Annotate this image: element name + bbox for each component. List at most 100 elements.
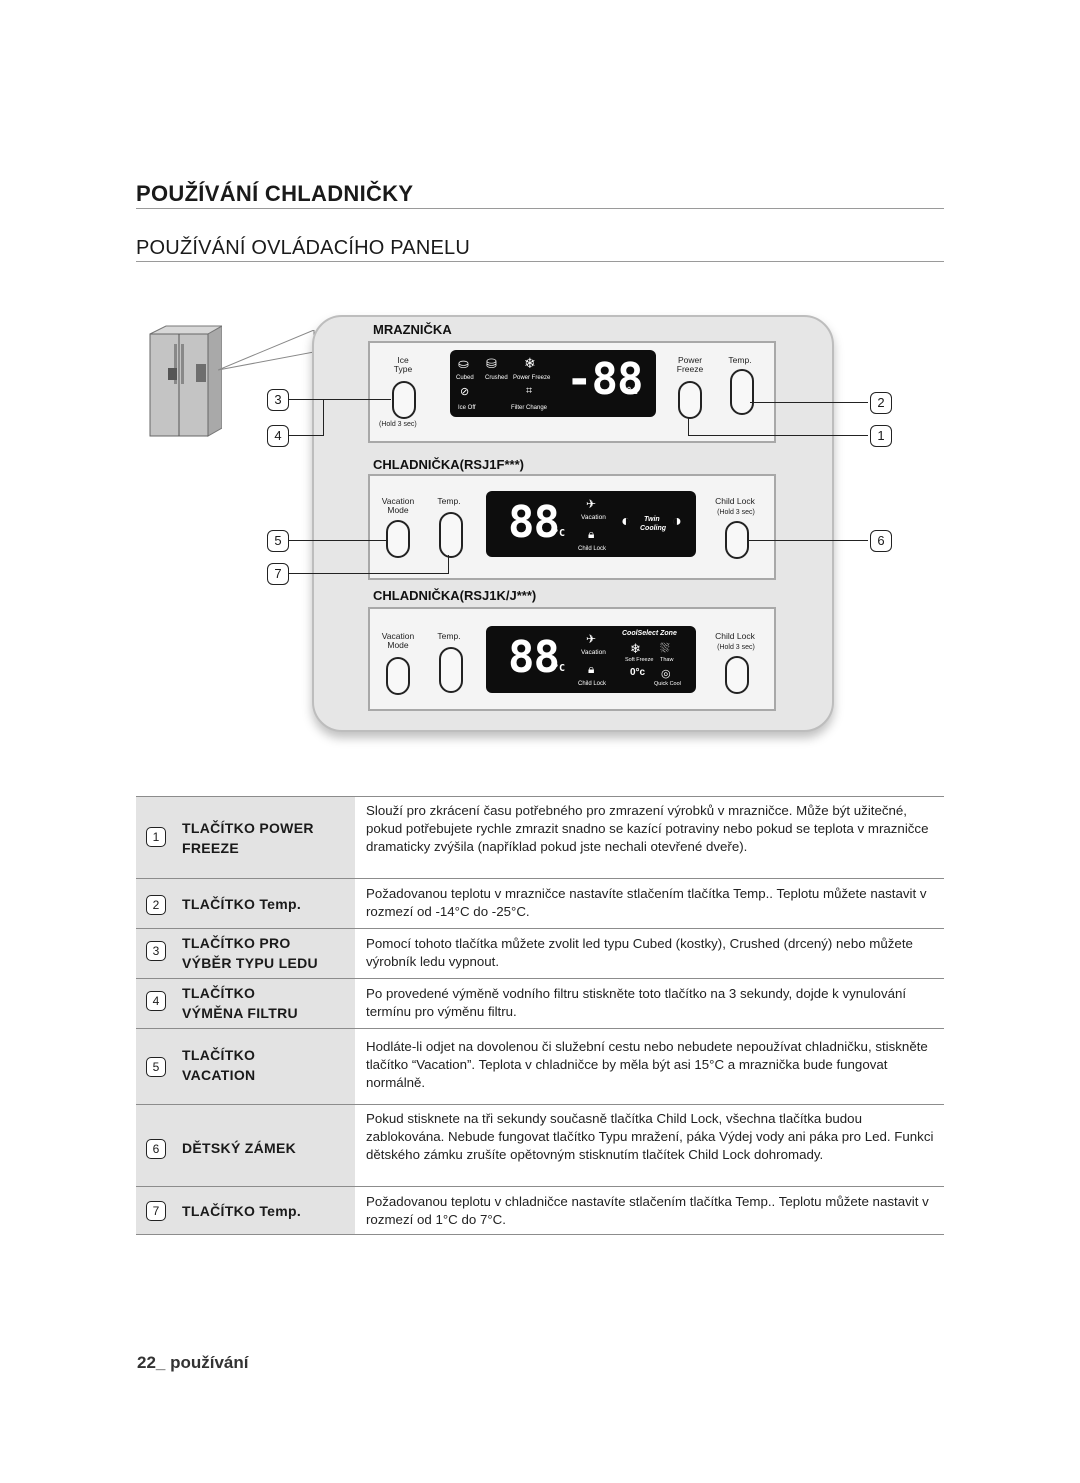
fridge-k-temp-label: Temp. xyxy=(437,631,461,641)
fridge-f-temperature: 88 xyxy=(508,497,560,548)
row-description: Hodláte-li odjet na dovolenou či služebn… xyxy=(366,1039,928,1090)
fridge-k-section-title: CHLADNIČKA(RSJ1K/J***) xyxy=(373,588,537,603)
page-footer: 22_ používání xyxy=(137,1353,249,1372)
table-row: 3 TLAČÍTKO PRO VÝBĚR TYPU LEDU Pomocí to… xyxy=(136,928,944,979)
power-freeze-icon-label: Power Freeze xyxy=(513,375,551,381)
table-label-cell xyxy=(136,1029,355,1105)
row-label: TLAČÍTKO Temp. xyxy=(182,1203,302,1219)
row-number: 3 xyxy=(146,941,166,961)
crushed-label: Crushed xyxy=(485,375,508,381)
quick-cool-label: Quick Cool xyxy=(654,681,681,687)
vacation-indicator-label: Vacation xyxy=(581,514,606,521)
row-number: 2 xyxy=(146,895,166,915)
chill-icon: 0°c xyxy=(630,667,646,678)
callout-line-4 xyxy=(289,435,324,436)
vacation-icon: ✈ xyxy=(586,497,597,511)
callout-line-1-vert xyxy=(688,418,689,436)
power-freeze-icon: ❄ xyxy=(524,355,536,371)
callout-line-3-ext xyxy=(323,399,391,400)
fridge-k-lock-icon: 🔒︎ xyxy=(588,662,595,676)
fridge-k-unit: °C xyxy=(553,663,566,674)
table-label-cell xyxy=(136,879,355,929)
crushed-ice-icon: ⛁ xyxy=(486,356,497,371)
title-divider xyxy=(136,208,944,209)
callout-7: 7 xyxy=(267,563,289,585)
soft-freeze-label: Soft Freeze xyxy=(625,657,654,663)
row-number: 6 xyxy=(146,1139,166,1159)
cubed-ice-icon: ⛀ xyxy=(458,356,469,371)
freezer-section-title: MRAZNIČKA xyxy=(373,322,452,337)
table-row: 6 DĚTSKÝ ZÁMEK Pokud stisknete na tři se… xyxy=(136,1104,944,1187)
filter-change-icon: ⌗ xyxy=(526,385,533,397)
callout-line-7 xyxy=(289,573,449,574)
quick-cool-icon: ◎ xyxy=(661,668,671,680)
section-divider xyxy=(136,261,944,262)
filter-change-label: Filter Change xyxy=(511,405,548,411)
row-description: Požadovanou teplotu v chladničce nastaví… xyxy=(366,1194,929,1227)
fridge-k-vacation-mode-button[interactable] xyxy=(386,657,410,695)
fridge-k-hold-label: (Hold 3 sec) xyxy=(717,644,755,651)
fridge-f-unit: °C xyxy=(553,528,566,539)
twin-cooling-icon: ◐ xyxy=(621,513,631,530)
fridge-f-hold-label: (Hold 3 sec) xyxy=(717,509,755,516)
hold-label: (Hold 3 sec) xyxy=(379,421,417,428)
fridge-k-child-lock-label: Child Lock xyxy=(715,631,755,641)
row-number: 1 xyxy=(146,827,166,847)
fridge-k-temperature: 88 xyxy=(508,632,560,683)
freezer-display xyxy=(450,350,656,417)
row-description: Pomocí tohoto tlačítka můžete zvolit led… xyxy=(366,936,913,969)
callout-line-5 xyxy=(289,540,386,541)
row-label: TLAČÍTKO Temp. xyxy=(182,896,302,912)
row-description: Slouží pro zkrácení času potřebného pro … xyxy=(366,803,929,854)
fridge-f-temp-button[interactable] xyxy=(439,512,463,558)
callout-5: 5 xyxy=(267,530,289,552)
callout-line-3 xyxy=(289,399,323,400)
callout-line-2 xyxy=(750,402,868,403)
table-row: 4 TLAČÍTKO VÝMĚNA FILTRU Po provedené vý… xyxy=(136,978,944,1029)
cubed-label: Cubed xyxy=(456,375,474,381)
soft-freeze-icon: ❄ xyxy=(630,641,641,656)
fridge-f-child-lock-button[interactable] xyxy=(725,521,749,559)
ice-off-label: Ice Off xyxy=(458,405,476,411)
ice-type-button[interactable] xyxy=(392,381,416,419)
callout-line-6 xyxy=(748,540,868,541)
callout-pointer xyxy=(218,330,315,371)
table-label-cell xyxy=(136,929,355,979)
vacation-mode-button[interactable] xyxy=(386,520,410,558)
twin-label: Twin xyxy=(644,516,660,523)
fridge-f-section-title: CHLADNIČKA(RSJ1F***) xyxy=(373,457,524,472)
row-number: 4 xyxy=(146,991,166,1011)
callout-6: 6 xyxy=(870,530,892,552)
fridge-k-display xyxy=(486,626,696,693)
callout-4: 4 xyxy=(267,425,289,447)
power-freeze-label: Power Freeze xyxy=(676,355,704,374)
fridge-k-child-lock-button[interactable] xyxy=(725,656,749,694)
row-label: TLAČÍTKO VACATION xyxy=(182,1047,256,1083)
callout-3: 3 xyxy=(267,389,289,411)
fridge-k-vacation-indicator-label: Vacation xyxy=(581,649,606,656)
twin-cooling-icon-right: ◑ xyxy=(672,513,682,530)
row-description: Po provedené výměně vodního filtru stisk… xyxy=(366,986,907,1019)
table-row: 2 TLAČÍTKO Temp. Požadovanou teplotu v m… xyxy=(136,878,944,929)
row-description: Požadovanou teplotu v mrazničce nastavít… xyxy=(366,886,927,919)
thaw-icon: ⛆ xyxy=(660,641,670,655)
table-label-cell xyxy=(136,1187,355,1235)
table-row: 1 TLAČÍTKO POWER FREEZE Slouží pro zkrác… xyxy=(136,796,944,879)
callout-line-1 xyxy=(688,435,868,436)
power-freeze-button[interactable] xyxy=(678,381,702,419)
freezer-temp-button[interactable] xyxy=(730,369,754,415)
table-label-cell xyxy=(136,979,355,1029)
cooling-label: Cooling xyxy=(640,525,667,532)
thaw-label: Thaw xyxy=(660,657,674,663)
row-number: 7 xyxy=(146,1201,166,1221)
callout-line-7-vert xyxy=(448,555,449,573)
row-label: TLAČÍTKO PRO VÝBĚR TYPU LEDU xyxy=(182,935,318,971)
freezer-temperature: -88 xyxy=(566,354,643,405)
table-label-cell xyxy=(136,1105,355,1187)
fridge-k-temp-button[interactable] xyxy=(439,647,463,693)
table-bottom-border xyxy=(136,1234,944,1235)
row-label: TLAČÍTKO VÝMĚNA FILTRU xyxy=(182,985,298,1021)
fridge-f-display xyxy=(486,491,696,557)
freezer-temp-label: Temp. xyxy=(728,355,752,365)
fridge-k-vacation-mode-label: Vacation Mode xyxy=(381,631,415,650)
